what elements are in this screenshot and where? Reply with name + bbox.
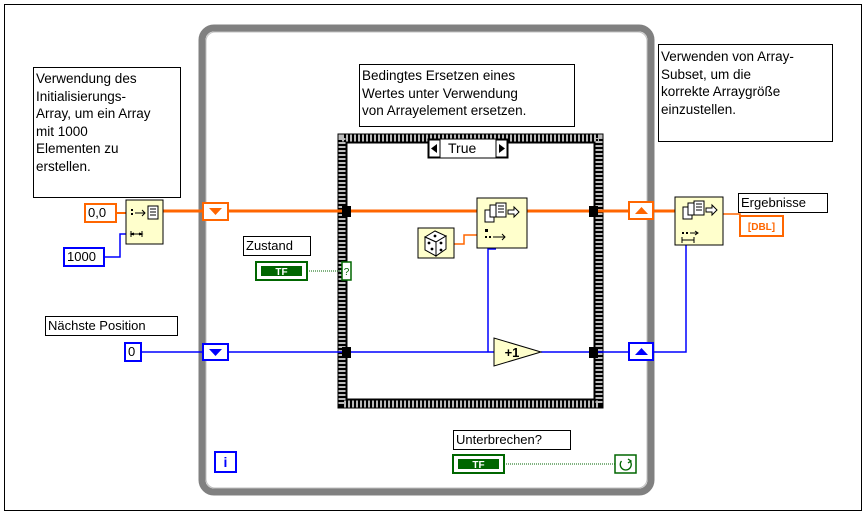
random-number-node[interactable] <box>417 227 455 259</box>
comment-middle-text: Bedingtes Ersetzen eines Wertes unter Ve… <box>362 68 527 118</box>
ergebnisse-indicator[interactable]: [DBL] <box>739 215 784 237</box>
case-selector-question: ? <box>344 267 350 278</box>
naechste-position-label: Nächste Position <box>48 318 146 333</box>
zustand-boolean-control[interactable]: TF <box>255 261 308 281</box>
start-position-constant[interactable] <box>124 342 142 362</box>
shift-register-right-orange[interactable] <box>628 201 654 220</box>
ergebnisse-dbl: [DBL] <box>748 222 775 233</box>
unterbrechen-label: Unterbrechen? <box>456 432 542 447</box>
iteration-label: i <box>224 454 228 470</box>
comment-middle <box>359 64 575 127</box>
increment-node[interactable]: +1 <box>493 337 543 367</box>
shift-register-left-blue[interactable] <box>202 343 229 361</box>
initial-value-constant[interactable] <box>84 203 117 223</box>
zustand-label-box <box>243 236 311 256</box>
conditional-terminal[interactable] <box>614 454 637 474</box>
shift-register-left-orange[interactable] <box>202 202 229 221</box>
shift-register-right-blue[interactable] <box>628 342 654 361</box>
comment-left-text: Verwendung des Initialisierungs- Array, … <box>36 71 151 174</box>
ergebnisse-label-box <box>738 193 828 213</box>
while-loop[interactable] <box>198 24 655 496</box>
case-selector-value: True <box>448 140 477 156</box>
green-wires <box>307 270 615 465</box>
initialize-array-node[interactable] <box>125 199 164 245</box>
start-position-text: 0 <box>128 344 136 359</box>
array-subset-node[interactable] <box>674 196 724 246</box>
array-size-text: 1000 <box>67 249 96 264</box>
comment-left <box>33 67 181 198</box>
increment-label: +1 <box>505 345 520 360</box>
initial-value-text: 0,0 <box>88 205 107 220</box>
blue-wires <box>104 233 687 353</box>
comment-right-text: Verwenden von Array- Subset, um die korr… <box>661 49 794 117</box>
naechste-position-label-box <box>45 316 178 336</box>
ergebnisse-label: Ergebnisse <box>741 195 807 210</box>
comment-right <box>658 44 833 142</box>
array-size-constant[interactable] <box>63 247 105 267</box>
case-selector-terminal[interactable]: ? <box>341 261 352 281</box>
case-structure[interactable] <box>337 133 604 409</box>
unterbrechen-tf: TF <box>472 460 484 471</box>
diagram-frame <box>4 4 862 511</box>
unterbrechen-label-box <box>453 430 571 450</box>
zustand-tf: TF <box>275 267 287 278</box>
case-tunnels <box>342 206 598 358</box>
replace-array-subset-node[interactable] <box>476 197 528 249</box>
iteration-terminal[interactable]: i <box>214 451 237 473</box>
zustand-label: Zustand <box>246 238 293 253</box>
case-selector-label[interactable] <box>427 138 509 159</box>
unterbrechen-boolean-control[interactable]: TF <box>452 454 505 474</box>
